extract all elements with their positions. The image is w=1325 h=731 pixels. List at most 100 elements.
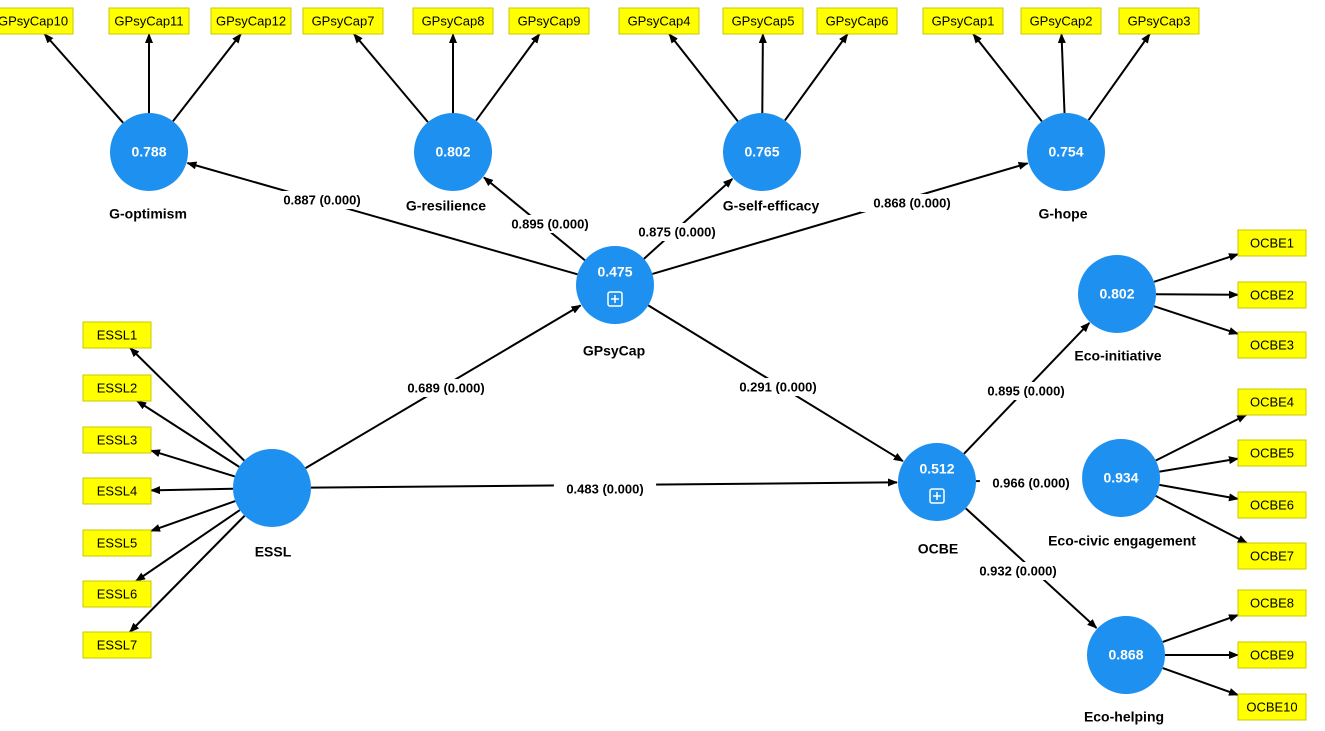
indicator-arrow-ocbe5: [1159, 456, 1239, 473]
indicator-gpsycap9[interactable]: GPsyCap9: [508, 7, 590, 35]
path-label-bg: [974, 382, 1078, 400]
indicator-essl7[interactable]: ESSL7: [82, 631, 152, 659]
latent-label-civic: Eco-civic engagement: [1048, 533, 1196, 549]
indicator-ocbe8[interactable]: OCBE8: [1237, 589, 1307, 617]
indicator-arrow-ocbe3: [1153, 305, 1239, 335]
indicator-label: GPsyCap7: [312, 13, 375, 28]
indicator-essl4[interactable]: ESSL4: [82, 477, 152, 505]
latent-hope[interactable]: 0.754: [1027, 113, 1105, 191]
indicator-label: OCBE2: [1250, 287, 1294, 302]
indicator-arrow-ocbe1: [1153, 253, 1239, 283]
indicator-arrow-gpsycap12: [172, 33, 242, 122]
latent-efficacy[interactable]: 0.765: [723, 113, 801, 191]
expand-icon[interactable]: [929, 488, 945, 504]
indicator-box: [108, 7, 190, 35]
path-arrow-gpsycap-optimism: [186, 161, 578, 276]
path-arrow-gpsycap-hope: [652, 162, 1029, 275]
indicator-gpsycap11[interactable]: GPsyCap11: [108, 7, 190, 35]
latent-r2-value: 0.512: [919, 461, 954, 477]
indicator-box: [82, 426, 152, 454]
indicator-essl1[interactable]: ESSL1: [82, 321, 152, 349]
indicator-label: GPsyCap11: [114, 13, 183, 28]
indicator-ocbe7[interactable]: OCBE7: [1237, 542, 1307, 570]
indicator-ocbe9[interactable]: OCBE9: [1237, 641, 1307, 669]
latent-initiative[interactable]: 0.802: [1078, 255, 1156, 333]
latent-r2-value: 0.934: [1103, 470, 1138, 486]
latent-label-essl: ESSL: [255, 544, 292, 560]
indicator-label: GPsyCap10: [0, 13, 68, 28]
path-label-bg: [860, 194, 964, 212]
indicator-ocbe4[interactable]: OCBE4: [1237, 388, 1307, 416]
indicator-box: [1237, 491, 1307, 519]
indicator-arrow-gpsycap3: [1087, 33, 1151, 121]
latent-circle: [1078, 255, 1156, 333]
latent-resilience[interactable]: 0.802: [414, 113, 492, 191]
latent-optimism[interactable]: 0.788: [110, 113, 188, 191]
latent-circle: [1027, 113, 1105, 191]
indicator-gpsycap5[interactable]: GPsyCap5: [722, 7, 804, 35]
indicator-gpsycap12[interactable]: GPsyCap12: [210, 7, 292, 35]
indicator-box: [1118, 7, 1200, 35]
indicator-ocbe6[interactable]: OCBE6: [1237, 491, 1307, 519]
indicator-ocbe2[interactable]: OCBE2: [1237, 281, 1307, 309]
path-coefficient-gpsycap-hope: 0.868 (0.000): [873, 195, 950, 210]
indicator-gpsycap4[interactable]: GPsyCap4: [618, 7, 700, 35]
indicator-arrow-gpsycap6: [784, 33, 849, 122]
latent-ocbe[interactable]: 0.512: [898, 443, 976, 521]
path-coefficient-essl-ocbe: 0.483 (0.000): [566, 481, 643, 496]
indicator-box: [816, 7, 898, 35]
latent-r2-value: 0.788: [131, 144, 166, 160]
indicator-arrow-gpsycap1: [972, 33, 1043, 122]
indicator-essl5[interactable]: ESSL5: [82, 529, 152, 557]
indicator-gpsycap10[interactable]: GPsyCap10: [0, 7, 74, 35]
latent-gpsycap[interactable]: 0.475: [576, 246, 654, 324]
indicator-box: [82, 631, 152, 659]
expand-icon[interactable]: [607, 291, 623, 307]
path-coefficient-essl-gpsycap: 0.689 (0.000): [407, 380, 484, 395]
indicator-box: [1237, 439, 1307, 467]
indicator-essl3[interactable]: ESSL3: [82, 426, 152, 454]
indicator-box: [1237, 281, 1307, 309]
latent-r2-value: 0.802: [1099, 286, 1134, 302]
latent-label-efficacy: G-self-efficacy: [723, 198, 820, 214]
indicator-ocbe10[interactable]: OCBE10: [1237, 693, 1307, 721]
indicator-label: ESSL7: [97, 637, 137, 652]
indicator-gpsycap8[interactable]: GPsyCap8: [412, 7, 494, 35]
indicator-gpsycap6[interactable]: GPsyCap6: [816, 7, 898, 35]
indicator-label: ESSL1: [97, 327, 137, 342]
indicator-arrow-essl2: [136, 400, 240, 468]
indicator-essl2[interactable]: ESSL2: [82, 374, 152, 402]
indicator-label: OCBE10: [1246, 699, 1297, 714]
indicator-box: [302, 7, 384, 35]
indicator-label: OCBE1: [1250, 235, 1294, 250]
indicator-ocbe5[interactable]: OCBE5: [1237, 439, 1307, 467]
indicator-label: GPsyCap12: [216, 13, 286, 28]
indicator-label: GPsyCap4: [628, 13, 691, 28]
indicator-ocbe3[interactable]: OCBE3: [1237, 331, 1307, 359]
indicator-arrow-essl6: [135, 509, 241, 582]
indicator-essl6[interactable]: ESSL6: [82, 580, 152, 608]
indicator-arrow-ocbe6: [1159, 483, 1239, 502]
latent-helping[interactable]: 0.868: [1087, 616, 1165, 694]
indicator-box: [1237, 229, 1307, 257]
indicator-label: GPsyCap8: [422, 13, 485, 28]
indicator-box: [1237, 641, 1307, 669]
latent-label-ocbe: OCBE: [918, 541, 958, 557]
indicator-gpsycap7[interactable]: GPsyCap7: [302, 7, 384, 35]
latent-civic[interactable]: 0.934: [1082, 439, 1160, 517]
indicator-gpsycap2[interactable]: GPsyCap2: [1020, 7, 1102, 35]
indicator-label: ESSL4: [97, 483, 137, 498]
indicator-gpsycap3[interactable]: GPsyCap3: [1118, 7, 1200, 35]
latent-essl[interactable]: [233, 449, 311, 527]
latent-label-gpsycap: GPsyCap: [583, 343, 645, 359]
indicator-label: OCBE9: [1250, 647, 1294, 662]
indicator-box: [82, 529, 152, 557]
path-coefficient-gpsycap-efficacy: 0.875 (0.000): [638, 224, 715, 239]
indicator-gpsycap1[interactable]: GPsyCap1: [922, 7, 1004, 35]
indicator-arrow-gpsycap2: [1057, 33, 1066, 114]
latent-r2-value: 0.802: [435, 144, 470, 160]
indicator-label: ESSL2: [97, 380, 137, 395]
latent-circle: [898, 443, 976, 521]
indicator-ocbe1[interactable]: OCBE1: [1237, 229, 1307, 257]
